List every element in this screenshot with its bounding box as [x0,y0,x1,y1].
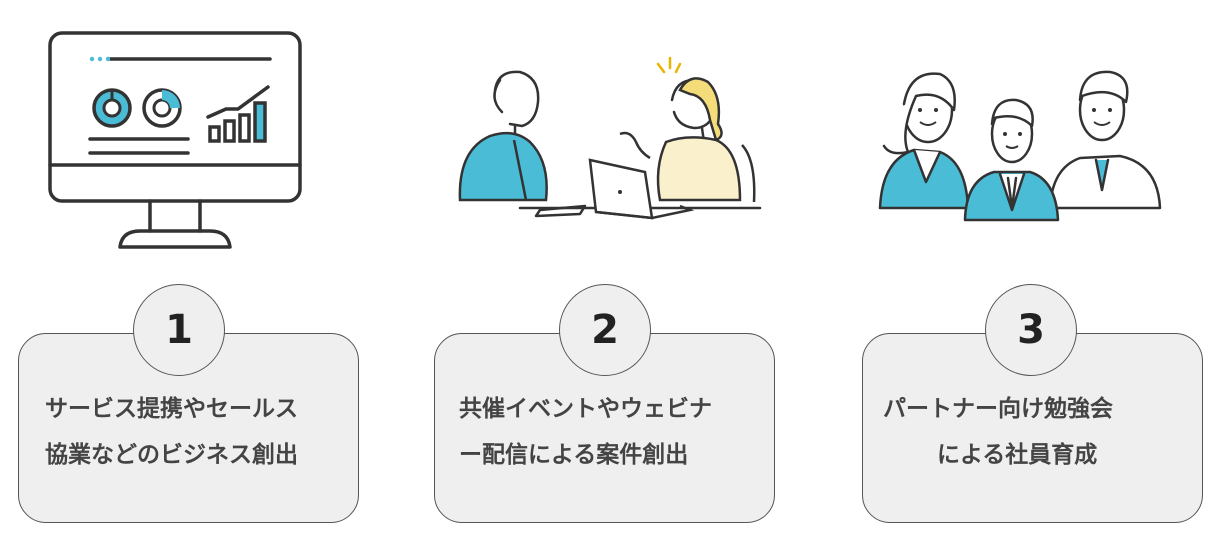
feature-text-line: パートナー向け勉強会 [883,396,1113,422]
feature-text-line: サービス提携やセールス [45,396,298,422]
feature-number-badge: 3 [985,284,1077,376]
feature-number-badge: 1 [133,284,225,376]
feature-text-line: 協業などのビジネス創出 [45,442,298,468]
business-meeting-icon [458,56,762,220]
feature-number-badge: 2 [559,284,651,376]
feature-text-line: 共催イベントやウェビナ [459,396,712,422]
team-members-icon [878,70,1162,222]
monitor-dashboard-icon [48,31,302,249]
feature-text-line: ー配信による案件創出 [459,442,689,468]
feature-text-line: による社員育成 [937,442,1098,468]
